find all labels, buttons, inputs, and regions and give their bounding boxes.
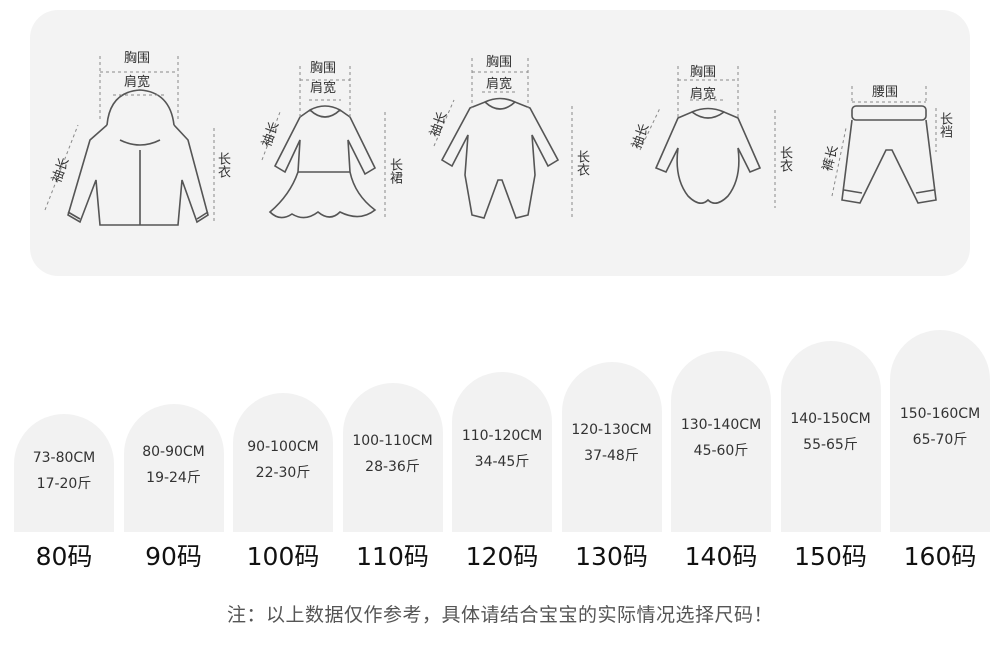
size-label: 100码 (246, 542, 320, 571)
size-arch: 130-140CM 45-60斤 (671, 351, 771, 532)
pants-waist-label: 腰围 (872, 85, 899, 100)
size-label: 110码 (356, 542, 429, 571)
measurement-diagram-panel (30, 10, 970, 276)
jacket-length-label: 长衣 (215, 152, 230, 178)
size-weight-range: 45-60斤 (693, 442, 749, 459)
size-weight-range: 37-48斤 (584, 448, 639, 465)
bodysuit-shoulder-label: 肩宽 (690, 87, 717, 102)
size-label: 120码 (465, 542, 539, 571)
size-weight-range: 22-30斤 (255, 464, 311, 481)
jacket-drawing (44, 56, 215, 226)
size-arch: 90-100CM 22-30斤 (233, 393, 333, 532)
size-height-range: 130-140CM (680, 416, 762, 433)
dress-drawing (261, 66, 386, 219)
size-weight-range: 55-65斤 (803, 437, 858, 454)
jacket-shoulder-label: 肩宽 (124, 75, 151, 90)
dress-shoulder-label: 肩宽 (310, 81, 337, 96)
size-height-range: 140-150CM (790, 411, 871, 428)
bodysuit-chest-label: 胸围 (690, 65, 717, 80)
bodysuit-diagram: 胸围 肩宽 长衣 袖长 (620, 0, 800, 266)
jacket-diagram: 胸围 肩宽 长衣 袖长 (0, 0, 240, 266)
size-arch: 150-160CM 65-70斤 (890, 330, 990, 532)
size-label: 160码 (903, 542, 977, 571)
size-height-range: 80-90CM (142, 444, 205, 461)
dress-length-label: 长裙 (387, 158, 402, 184)
romper-length-label: 长衣 (574, 150, 589, 176)
bodysuit-drawing (639, 66, 776, 208)
size-weight-range: 17-20斤 (36, 475, 92, 492)
bodysuit-length-label: 长衣 (777, 146, 792, 172)
romper-chest-label: 胸围 (486, 55, 513, 70)
size-height-range: 150-160CM (899, 405, 981, 422)
jacket-chest-label: 胸围 (124, 51, 151, 66)
size-weight-range: 34-45斤 (474, 453, 530, 470)
size-weight-range: 28-36斤 (365, 459, 420, 476)
size-label: 150码 (794, 542, 867, 571)
dress-diagram: 胸围 肩宽 长裙 袖长 (240, 0, 420, 266)
size-label: 130码 (575, 542, 648, 571)
pants-drawing (831, 86, 937, 204)
size-arch: 110-120CM 34-45斤 (452, 372, 552, 532)
romper-diagram: 胸围 肩宽 长衣 袖长 (420, 0, 600, 266)
size-height-range: 120-130CM (571, 422, 652, 439)
size-arch: 73-80CM 17-20斤 (14, 414, 114, 532)
size-weight-range: 19-24斤 (146, 470, 201, 487)
size-height-range: 73-80CM (32, 449, 96, 466)
romper-shoulder-label: 肩宽 (486, 77, 513, 92)
size-height-range: 100-110CM (352, 433, 433, 450)
pants-crotch-label: 长裆 (937, 112, 952, 138)
pants-diagram: 腰围 长裆 裤长 (810, 0, 970, 266)
size-label: 80码 (35, 542, 93, 571)
size-arch: 140-150CM 55-65斤 (780, 340, 881, 532)
size-label: 90码 (145, 542, 202, 571)
dress-chest-label: 胸围 (310, 61, 337, 76)
size-height-range: 110-120CM (461, 427, 543, 444)
size-arch: 80-90CM 19-24斤 (123, 403, 224, 532)
size-arch: 100-110CM 28-36斤 (342, 382, 443, 532)
romper-drawing (433, 58, 573, 220)
size-height-range: 90-100CM (247, 438, 319, 455)
size-arch: 120-130CM 37-48斤 (561, 361, 662, 532)
size-disclaimer-note: 注：以上数据仅作参考，具体请结合宝宝的实际情况选择尺码！ (226, 604, 773, 626)
size-label: 140码 (684, 542, 758, 571)
size-weight-range: 65-70斤 (912, 431, 968, 448)
